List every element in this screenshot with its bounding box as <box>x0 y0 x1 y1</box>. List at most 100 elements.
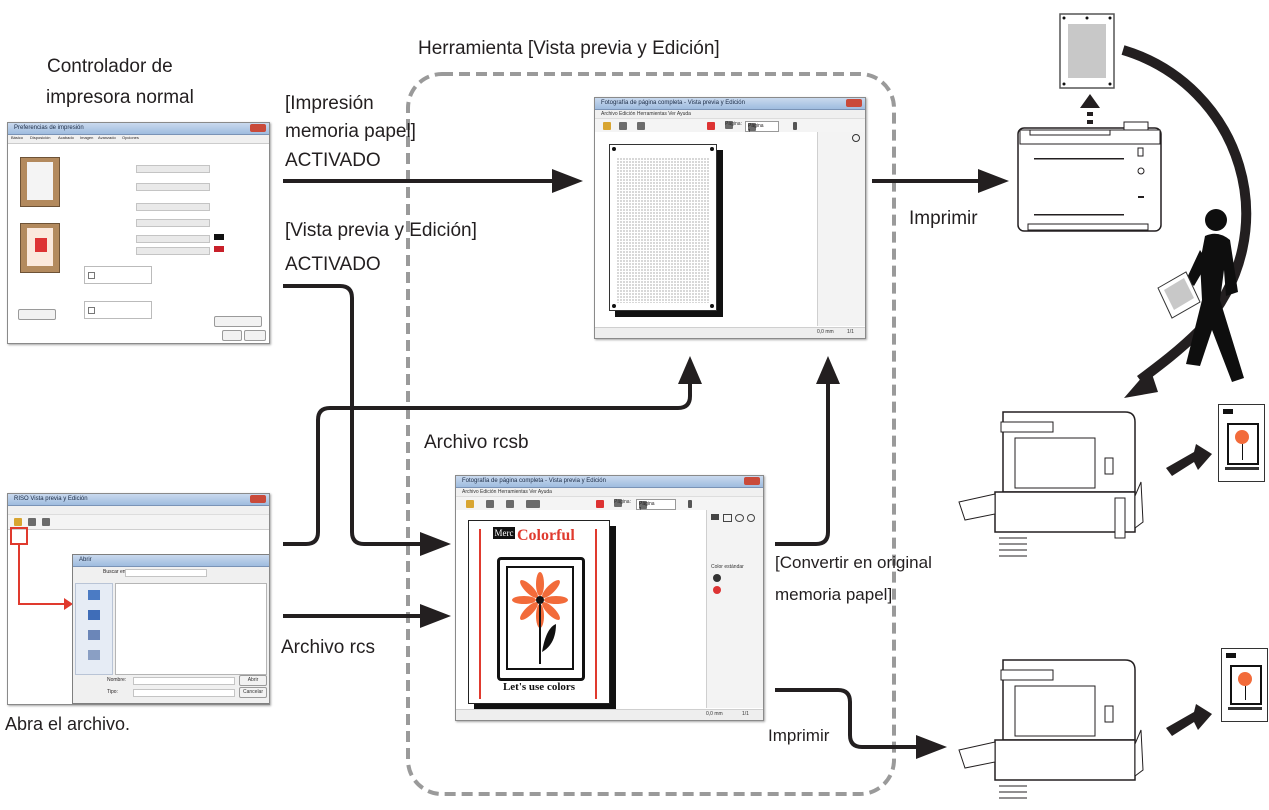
save-icon[interactable] <box>28 518 36 526</box>
file-type-select[interactable] <box>133 689 235 697</box>
status-page: 1/1 <box>742 711 749 717</box>
recent-places-icon[interactable] <box>88 590 100 600</box>
sample-doc-red-rule-left <box>479 529 481 699</box>
red-pointer-line-h <box>18 603 68 605</box>
preview-top-titlebar[interactable]: Fotografía de página completa - Vista pr… <box>595 98 865 110</box>
close-icon[interactable] <box>250 495 266 503</box>
save-icon[interactable] <box>486 500 494 508</box>
sample-doc-page: Merc Colorful <box>468 520 610 704</box>
page-label: Página: <box>614 499 631 507</box>
preview-top-menu[interactable]: Archivo Edición Herramientas Ver Ayuda <box>595 110 865 119</box>
print-icon[interactable] <box>637 122 645 130</box>
arrowhead-preview-edit <box>420 532 451 556</box>
preview-top-canvas[interactable] <box>595 132 817 326</box>
hand-tool-icon[interactable] <box>711 514 719 520</box>
eraser-icon[interactable] <box>707 122 715 130</box>
red-pointer-arrowhead <box>64 598 73 610</box>
driver-tabs: Básico Disposición Acabado Imagen Avanza… <box>8 135 269 144</box>
computer-icon[interactable] <box>88 650 100 660</box>
page-layout-icon[interactable] <box>526 500 540 508</box>
color2-select[interactable] <box>136 247 210 255</box>
output-select[interactable] <box>136 203 210 211</box>
restore-defaults-button[interactable] <box>214 316 262 327</box>
convert-label-line1: [Convertir en original <box>775 553 932 572</box>
preview-window-top: Fotografía de página completa - Vista pr… <box>594 97 866 339</box>
driver-entry-button[interactable] <box>18 309 56 320</box>
preview-edit-option <box>84 301 152 319</box>
zoom-icon[interactable] <box>852 134 860 142</box>
print-label-bottom: Imprimir <box>768 726 830 745</box>
print-icon[interactable] <box>42 518 50 526</box>
preview-top-title: Fotografía de página completa - Vista pr… <box>601 100 745 106</box>
page-select[interactable]: Página 1 <box>745 121 779 135</box>
file-list[interactable] <box>115 583 267 675</box>
driver-window-title: Preferencias de impresión <box>14 125 84 131</box>
original-size-select[interactable] <box>136 165 210 173</box>
driver-window-titlebar[interactable]: Preferencias de impresión <box>8 123 269 135</box>
arrowhead-print-bottom <box>916 735 947 759</box>
status-page: 1/1 <box>847 329 854 335</box>
color1-select[interactable] <box>136 235 210 243</box>
open-dialog-titlebar[interactable]: Abrir <box>73 555 269 567</box>
open-folder-icon[interactable] <box>14 518 22 526</box>
arrowhead-paper-memory <box>552 169 583 193</box>
type-label: Tipo: <box>107 689 118 695</box>
close-icon[interactable] <box>846 99 862 107</box>
red-color-icon[interactable] <box>713 586 721 594</box>
filename-input[interactable] <box>133 677 235 685</box>
preview-main-title: Fotografía de página completa - Vista pr… <box>462 478 606 484</box>
preview-edit-checkbox[interactable] <box>88 307 95 314</box>
help-icon[interactable] <box>688 500 692 508</box>
driver-ok-button[interactable] <box>222 330 242 341</box>
black-color-icon[interactable] <box>713 574 721 582</box>
open-app-menu <box>8 506 269 515</box>
tab-basic[interactable]: Básico <box>11 135 24 140</box>
open-app-titlebar[interactable]: RISO Vista previa y Edición <box>8 494 269 506</box>
tab-image[interactable]: Imagen <box>80 135 94 140</box>
preview-main-canvas[interactable]: Merc Colorful <box>456 510 706 708</box>
tray-select[interactable] <box>136 219 210 227</box>
close-icon[interactable] <box>744 477 760 485</box>
person-carrying-paper-icon <box>1186 209 1244 382</box>
tab-options[interactable]: Opciones <box>122 135 139 140</box>
color2-swatch <box>214 246 224 252</box>
arrowhead-rcs <box>420 604 451 628</box>
tab-advanced[interactable]: Avanzado <box>98 135 116 140</box>
print-icon[interactable] <box>506 500 514 508</box>
tab-layout[interactable]: Disposición <box>30 135 51 140</box>
standard-color-label: Color estándar <box>711 564 744 570</box>
zoom-icon[interactable] <box>747 514 755 522</box>
open-button-label: Abrir <box>247 677 259 683</box>
eraser-icon[interactable] <box>596 500 604 508</box>
paper-memory-sheet-icon <box>1059 13 1115 89</box>
desktop-icon[interactable] <box>88 610 100 620</box>
lasso-tool-icon[interactable] <box>735 514 744 522</box>
help-icon[interactable] <box>793 122 797 130</box>
preview-main-menu[interactable]: Archivo Edición Herramientas Ver Ayuda <box>456 488 763 497</box>
page-select[interactable]: Página 1 <box>636 499 676 513</box>
open-button[interactable]: Abrir <box>239 675 267 686</box>
driver-cancel-button[interactable] <box>244 330 266 341</box>
arrow-print-bottom <box>775 688 920 749</box>
libraries-icon[interactable] <box>88 630 100 640</box>
sample-doc-brand: Colorful <box>517 527 575 544</box>
preview-main-titlebar[interactable]: Fotografía de página completa - Vista pr… <box>456 476 763 488</box>
paper-size-select[interactable] <box>136 183 210 191</box>
paper-memory-checkbox[interactable] <box>88 272 95 279</box>
look-in-select[interactable] <box>125 569 207 577</box>
open-folder-icon[interactable] <box>466 500 474 508</box>
printer-driver-window: Preferencias de impresión Básico Disposi… <box>7 122 270 344</box>
open-folder-icon[interactable] <box>603 122 611 130</box>
paper-memory-option <box>84 266 152 284</box>
arrowhead-curve-carry <box>1124 368 1158 398</box>
tab-finishing[interactable]: Acabado <box>58 135 74 140</box>
red-pointer-line <box>18 544 20 604</box>
close-icon[interactable] <box>250 124 266 132</box>
status-zoom: 0,0 mm <box>817 329 834 335</box>
save-icon[interactable] <box>619 122 627 130</box>
select-tool-icon[interactable] <box>723 514 732 522</box>
filename-label: Nombre: <box>107 677 127 683</box>
cancel-button[interactable]: Cancelar <box>239 687 267 698</box>
arrow-convert <box>775 384 830 546</box>
